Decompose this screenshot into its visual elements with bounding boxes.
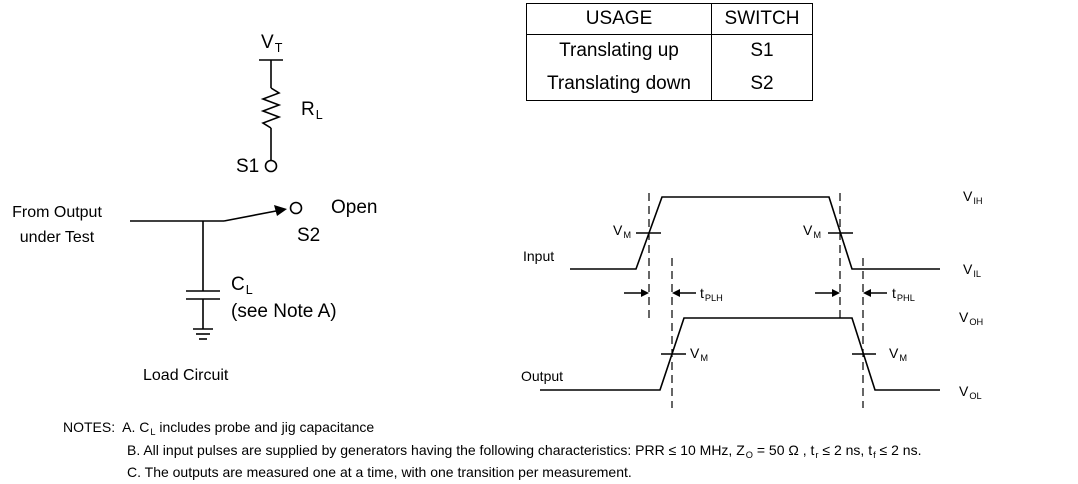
vih-label: VIH — [963, 188, 983, 206]
tplh-label: tPLH — [700, 285, 723, 303]
from-output-line1: From Output — [12, 204, 102, 221]
usage-table-header: USAGE SWITCH — [526, 3, 813, 35]
header-switch: SWITCH — [711, 3, 813, 35]
usage-cell: Translating down — [526, 67, 712, 101]
rl-resistor — [260, 87, 282, 129]
vt-label: VT — [261, 32, 283, 55]
note-a: NOTES: A. CL includes probe and jig capa… — [63, 419, 375, 437]
table-row: Translating up S1 — [526, 34, 813, 68]
vm-input-rise-label: VM — [613, 222, 632, 240]
switch-arm — [223, 210, 277, 222]
vm-output-rise-label: VM — [690, 345, 709, 363]
output-label: Output — [521, 368, 564, 384]
rl-label: RL — [301, 99, 323, 122]
note-b: B. All input pulses are supplied by gene… — [127, 442, 922, 460]
note-c: C. The outputs are measured one at a tim… — [127, 464, 632, 480]
voh-label: VOH — [959, 309, 984, 327]
cl-note: (see Note A) — [231, 301, 337, 322]
tphl-label: tPHL — [892, 285, 915, 303]
s2-terminal — [289, 201, 303, 215]
s1-label: S1 — [236, 156, 260, 177]
s1-terminal — [264, 159, 278, 173]
vol-label: VOL — [959, 383, 982, 401]
switch-arrowhead — [274, 205, 287, 216]
switch-cell: S1 — [750, 40, 774, 62]
usage-table: USAGE SWITCH Translating up S1 Translati… — [526, 3, 813, 101]
switch-cell: S2 — [750, 72, 774, 94]
load-circuit-caption: Load Circuit — [143, 367, 229, 384]
s2-label: S2 — [297, 225, 321, 246]
from-output-line2: under Test — [19, 229, 95, 246]
table-row: Translating down S2 — [526, 67, 813, 101]
vm-output-fall-label: VM — [889, 345, 908, 363]
input-waveform — [570, 196, 940, 270]
notes-prefix: NOTES: — [63, 419, 116, 435]
cl-label: CL — [231, 274, 253, 297]
vm-input-fall-label: VM — [803, 222, 822, 240]
open-label: Open — [331, 197, 378, 218]
usage-cell: Translating up — [526, 34, 712, 68]
output-waveform — [540, 317, 940, 391]
vil-label: VIL — [963, 261, 982, 279]
header-usage: USAGE — [526, 3, 712, 35]
input-label: Input — [523, 248, 555, 264]
